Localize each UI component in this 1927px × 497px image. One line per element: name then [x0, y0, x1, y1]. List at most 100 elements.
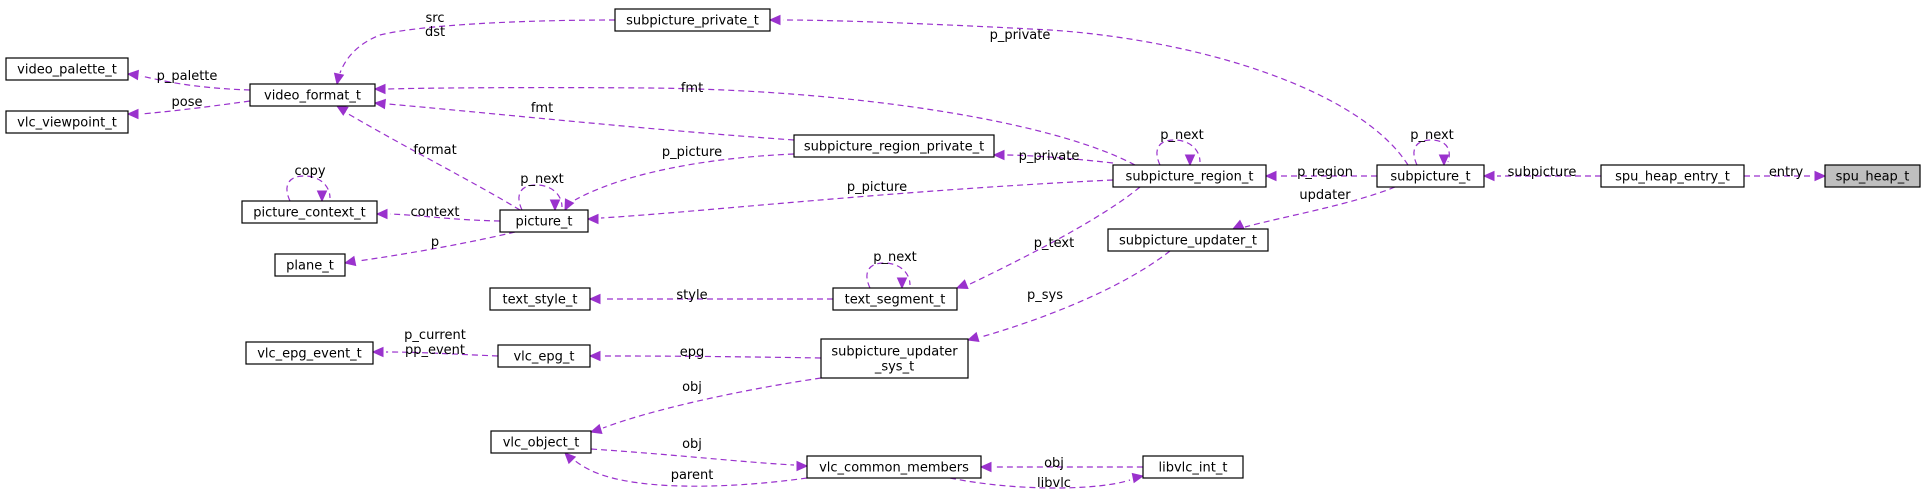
- edge-plane_t-to-picture_t: p: [343, 231, 516, 267]
- edge-line: [866, 262, 911, 289]
- node-subpicture_region_private_t[interactable]: subpicture_region_private_t: [793, 134, 995, 158]
- edge-label: style: [676, 288, 707, 303]
- edge-vlc_common_members-to-vlc_object_t: obj: [590, 437, 809, 472]
- edge-line: [949, 477, 1131, 489]
- node-subpicture_updater_t[interactable]: subpicture_updater_t: [1107, 228, 1269, 252]
- node-picture_t[interactable]: picture_t: [499, 209, 589, 233]
- arrowhead-icon: [373, 98, 386, 110]
- node-box: [793, 134, 995, 158]
- edge-label: libvlc: [1037, 476, 1071, 491]
- edge-line: [590, 448, 795, 466]
- arrowhead-icon: [126, 108, 139, 120]
- node-label: picture_context_t: [253, 206, 366, 221]
- edge-label: copy: [294, 164, 325, 179]
- arrowhead-icon: [333, 72, 345, 86]
- arrowhead-icon: [588, 350, 601, 362]
- node-box: [820, 338, 969, 379]
- node-vlc_epg_t[interactable]: vlc_epg_t: [497, 344, 591, 368]
- arrowhead-icon: [955, 279, 969, 289]
- node-plane_t[interactable]: plane_t: [274, 253, 346, 277]
- edge-label: p_region: [1297, 165, 1353, 180]
- edge-subpicture_updater_t-to-subpicture_t: updater: [1231, 186, 1396, 230]
- edge-line: [602, 355, 822, 359]
- node-subpicture_region_t[interactable]: subpicture_region_t: [1112, 164, 1267, 188]
- node-spu_heap_t[interactable]: spu_heap_t: [1824, 164, 1921, 188]
- edge-line: [518, 184, 563, 211]
- nodes-layer: spu_heap_tspu_heap_entry_tsubpicture_tsu…: [5, 8, 1921, 479]
- edge-label: fmt: [531, 101, 553, 116]
- edge-picture_t-to-picture_t: p_next: [518, 172, 564, 212]
- node-subpicture_t[interactable]: subpicture_t: [1376, 164, 1485, 188]
- edge-label: p: [431, 235, 439, 250]
- node-box: [241, 200, 378, 224]
- arrowhead-icon: [896, 277, 908, 290]
- edge-label: subpicture: [1508, 165, 1577, 180]
- edge-video_format_t-to-subpicture_region_private_t: fmt: [373, 98, 795, 141]
- node-vlc_object_t[interactable]: vlc_object_t: [490, 430, 592, 454]
- node-vlc_common_members[interactable]: vlc_common_members: [806, 455, 982, 479]
- edge-text_style_t-to-text_segment_t: style: [588, 288, 833, 305]
- edge-label: src: [426, 11, 445, 26]
- edge-label: pp_event: [405, 343, 465, 358]
- node-box: [245, 341, 374, 365]
- node-box: [1112, 164, 1267, 188]
- edge-vlc_object_t-to-vlc_common_members: parent: [564, 452, 808, 487]
- arrowhead-icon: [375, 208, 388, 220]
- edge-label: obj: [1044, 456, 1064, 471]
- edge-vlc_object_t-to-subpicture_updater_sys_t: obj: [589, 377, 822, 435]
- edge-video_format_t-to-subpicture_region_t: fmt: [373, 81, 1136, 166]
- node-vlc_viewpoint_t[interactable]: vlc_viewpoint_t: [5, 110, 129, 134]
- edge-label: parent: [671, 468, 714, 483]
- node-box: [1376, 164, 1485, 188]
- node-text_segment_t[interactable]: text_segment_t: [832, 287, 958, 311]
- arrowhead-icon: [966, 331, 980, 343]
- node-label: subpicture_region_private_t: [804, 140, 984, 155]
- node-picture_context_t[interactable]: picture_context_t: [241, 200, 378, 224]
- edge-label: p_next: [1160, 128, 1204, 143]
- node-libvlc_int_t[interactable]: libvlc_int_t: [1142, 455, 1244, 479]
- node-spu_heap_entry_t[interactable]: spu_heap_entry_t: [1600, 164, 1745, 188]
- node-subpicture_private_t[interactable]: subpicture_private_t: [614, 8, 771, 32]
- node-box: [1142, 455, 1244, 479]
- edge-line: [387, 86, 1136, 166]
- edge-subpicture_t-to-subpicture_t: p_next: [1410, 128, 1454, 167]
- node-subpicture_updater_sys_t[interactable]: subpicture_updater_sys_t: [820, 338, 969, 379]
- node-label: spu_heap_t: [1836, 170, 1910, 185]
- node-label: video_format_t: [264, 89, 361, 104]
- arrowhead-icon: [992, 149, 1005, 161]
- node-box: [489, 287, 591, 311]
- node-label: video_palette_t: [17, 63, 117, 78]
- node-label: subpicture_private_t: [626, 14, 759, 29]
- arrowhead-icon: [564, 198, 575, 212]
- node-video_palette_t[interactable]: video_palette_t: [5, 57, 129, 81]
- edge-video_palette_t-to-video_format_t: p_palette: [126, 69, 251, 91]
- edge-label: p_picture: [662, 145, 722, 160]
- edge-subpicture_updater_sys_t-to-subpicture_updater_t: p_sys: [966, 250, 1171, 343]
- edge-line: [1413, 139, 1450, 166]
- arrowhead-icon: [1231, 219, 1245, 230]
- edge-label: fmt: [681, 81, 703, 96]
- edge-line: [286, 175, 331, 202]
- arrowhead-icon: [588, 293, 601, 305]
- node-label: vlc_object_t: [503, 436, 580, 451]
- edge-label: p_next: [873, 250, 917, 265]
- edge-picture_t-to-subpicture_region_private_t: p_picture: [564, 145, 795, 212]
- arrowhead-icon: [1131, 472, 1145, 484]
- edge-text_segment_t-to-text_segment_t: p_next: [866, 250, 917, 290]
- edge-label: p_palette: [157, 69, 218, 84]
- arrowhead-icon: [343, 255, 357, 267]
- edge-text_segment_t-to-subpicture_region_t: p_text: [955, 186, 1141, 289]
- edge-label: updater: [1299, 188, 1351, 203]
- node-vlc_epg_event_t[interactable]: vlc_epg_event_t: [245, 341, 374, 365]
- edge-label: p_text: [1034, 236, 1074, 251]
- node-text_style_t[interactable]: text_style_t: [489, 287, 591, 311]
- node-video_format_t[interactable]: video_format_t: [249, 83, 376, 107]
- edge-line: [389, 213, 501, 222]
- edge-line: [574, 153, 795, 201]
- edge-label: p_next: [520, 172, 564, 187]
- edge-vlc_viewpoint_t-to-video_format_t: pose: [126, 95, 251, 120]
- edge-label: p_next: [1410, 128, 1454, 143]
- node-label: subpicture_t: [1390, 170, 1470, 185]
- edge-line: [140, 100, 251, 115]
